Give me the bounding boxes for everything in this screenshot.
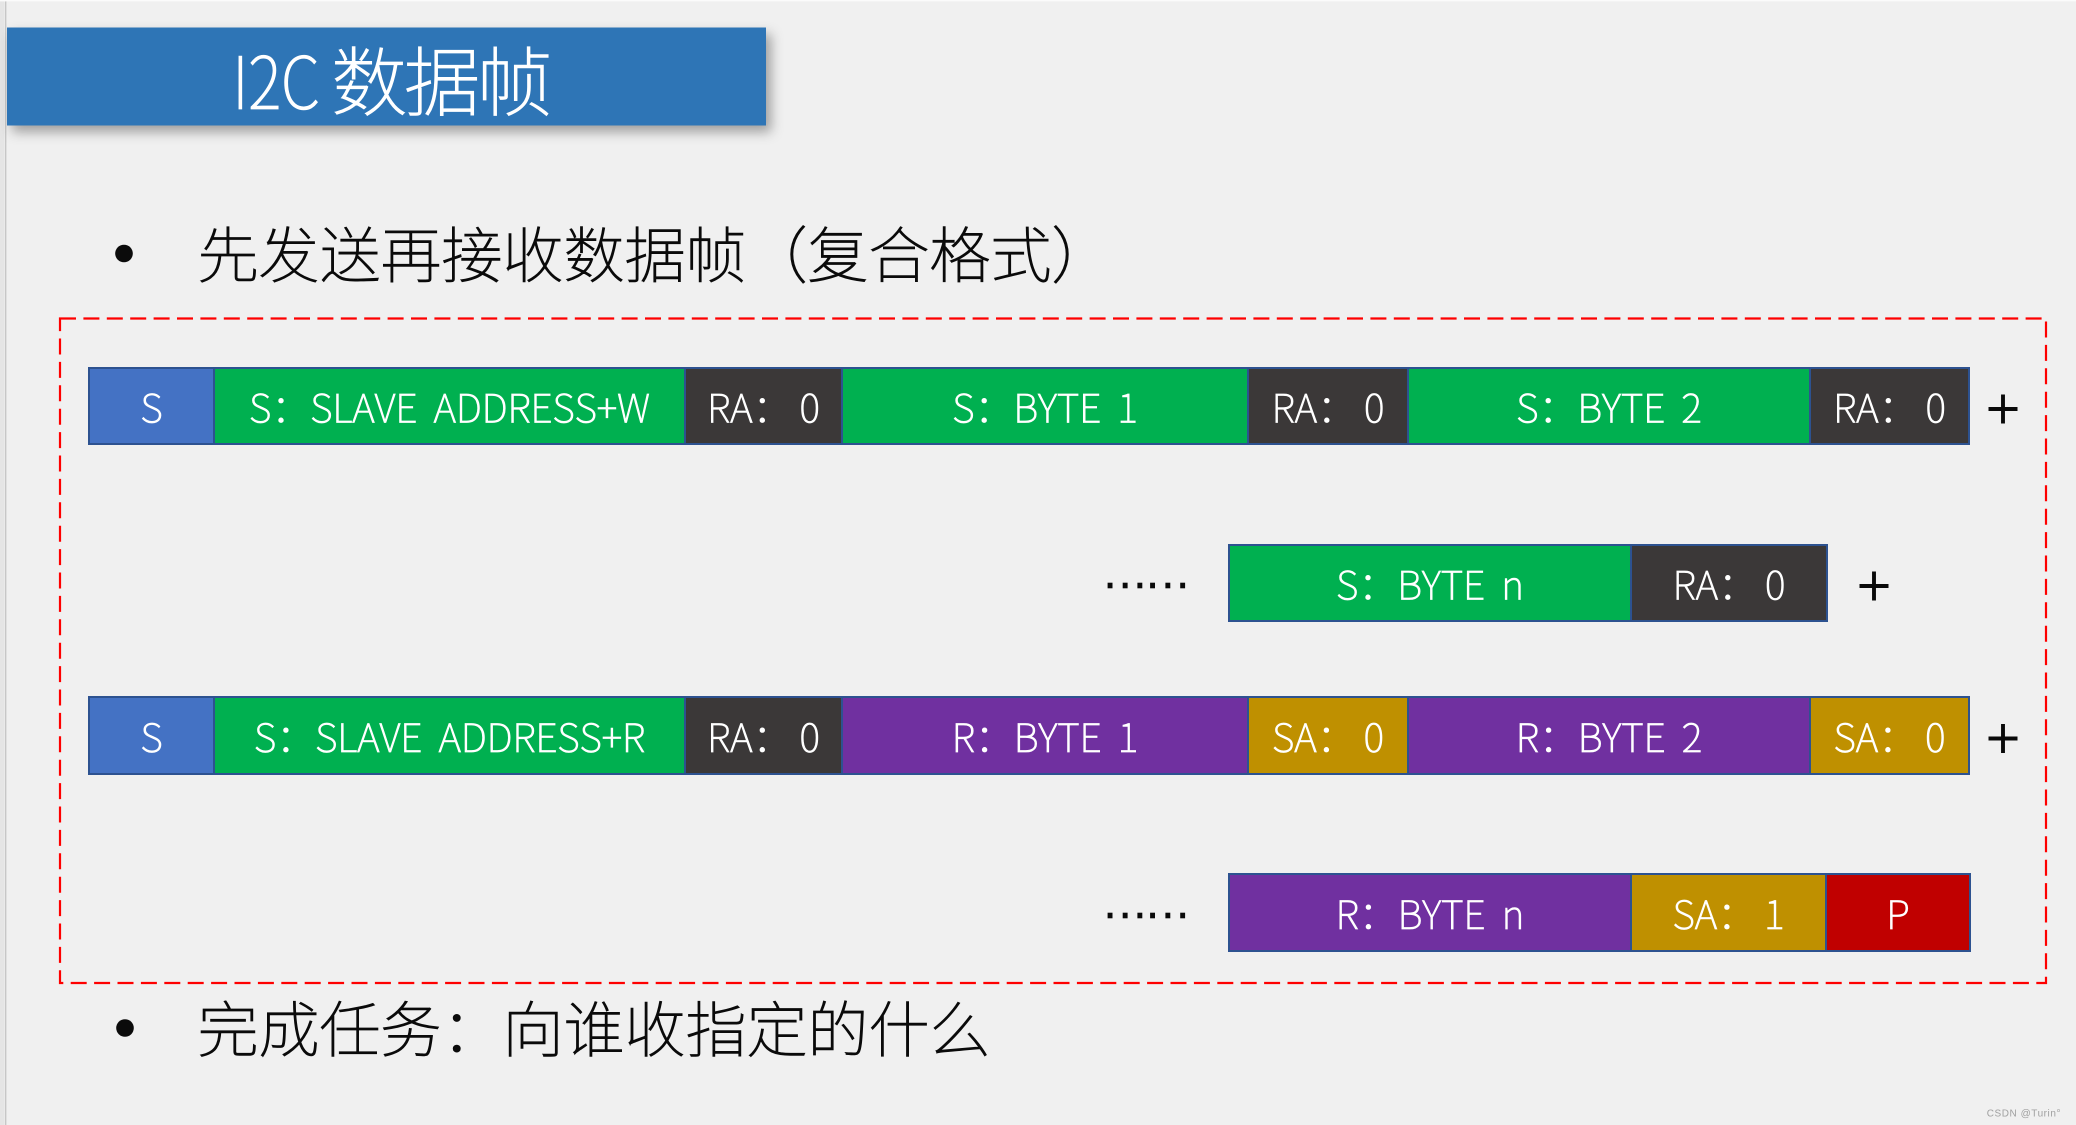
- svg-text:CSDN @Turin°: CSDN @Turin°: [1987, 1109, 2061, 1120]
